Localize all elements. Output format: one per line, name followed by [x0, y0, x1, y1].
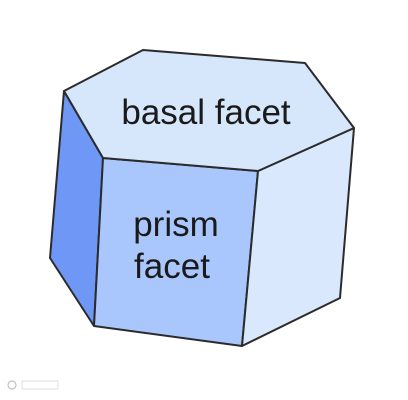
- watermark-logo: [7, 380, 59, 390]
- prism-facet-label-line1: prism: [133, 205, 219, 244]
- basal-facet-label: basal facet: [121, 93, 291, 132]
- basal-facet-face: [63, 49, 355, 172]
- prism-facet-label-line2: facet: [134, 247, 210, 286]
